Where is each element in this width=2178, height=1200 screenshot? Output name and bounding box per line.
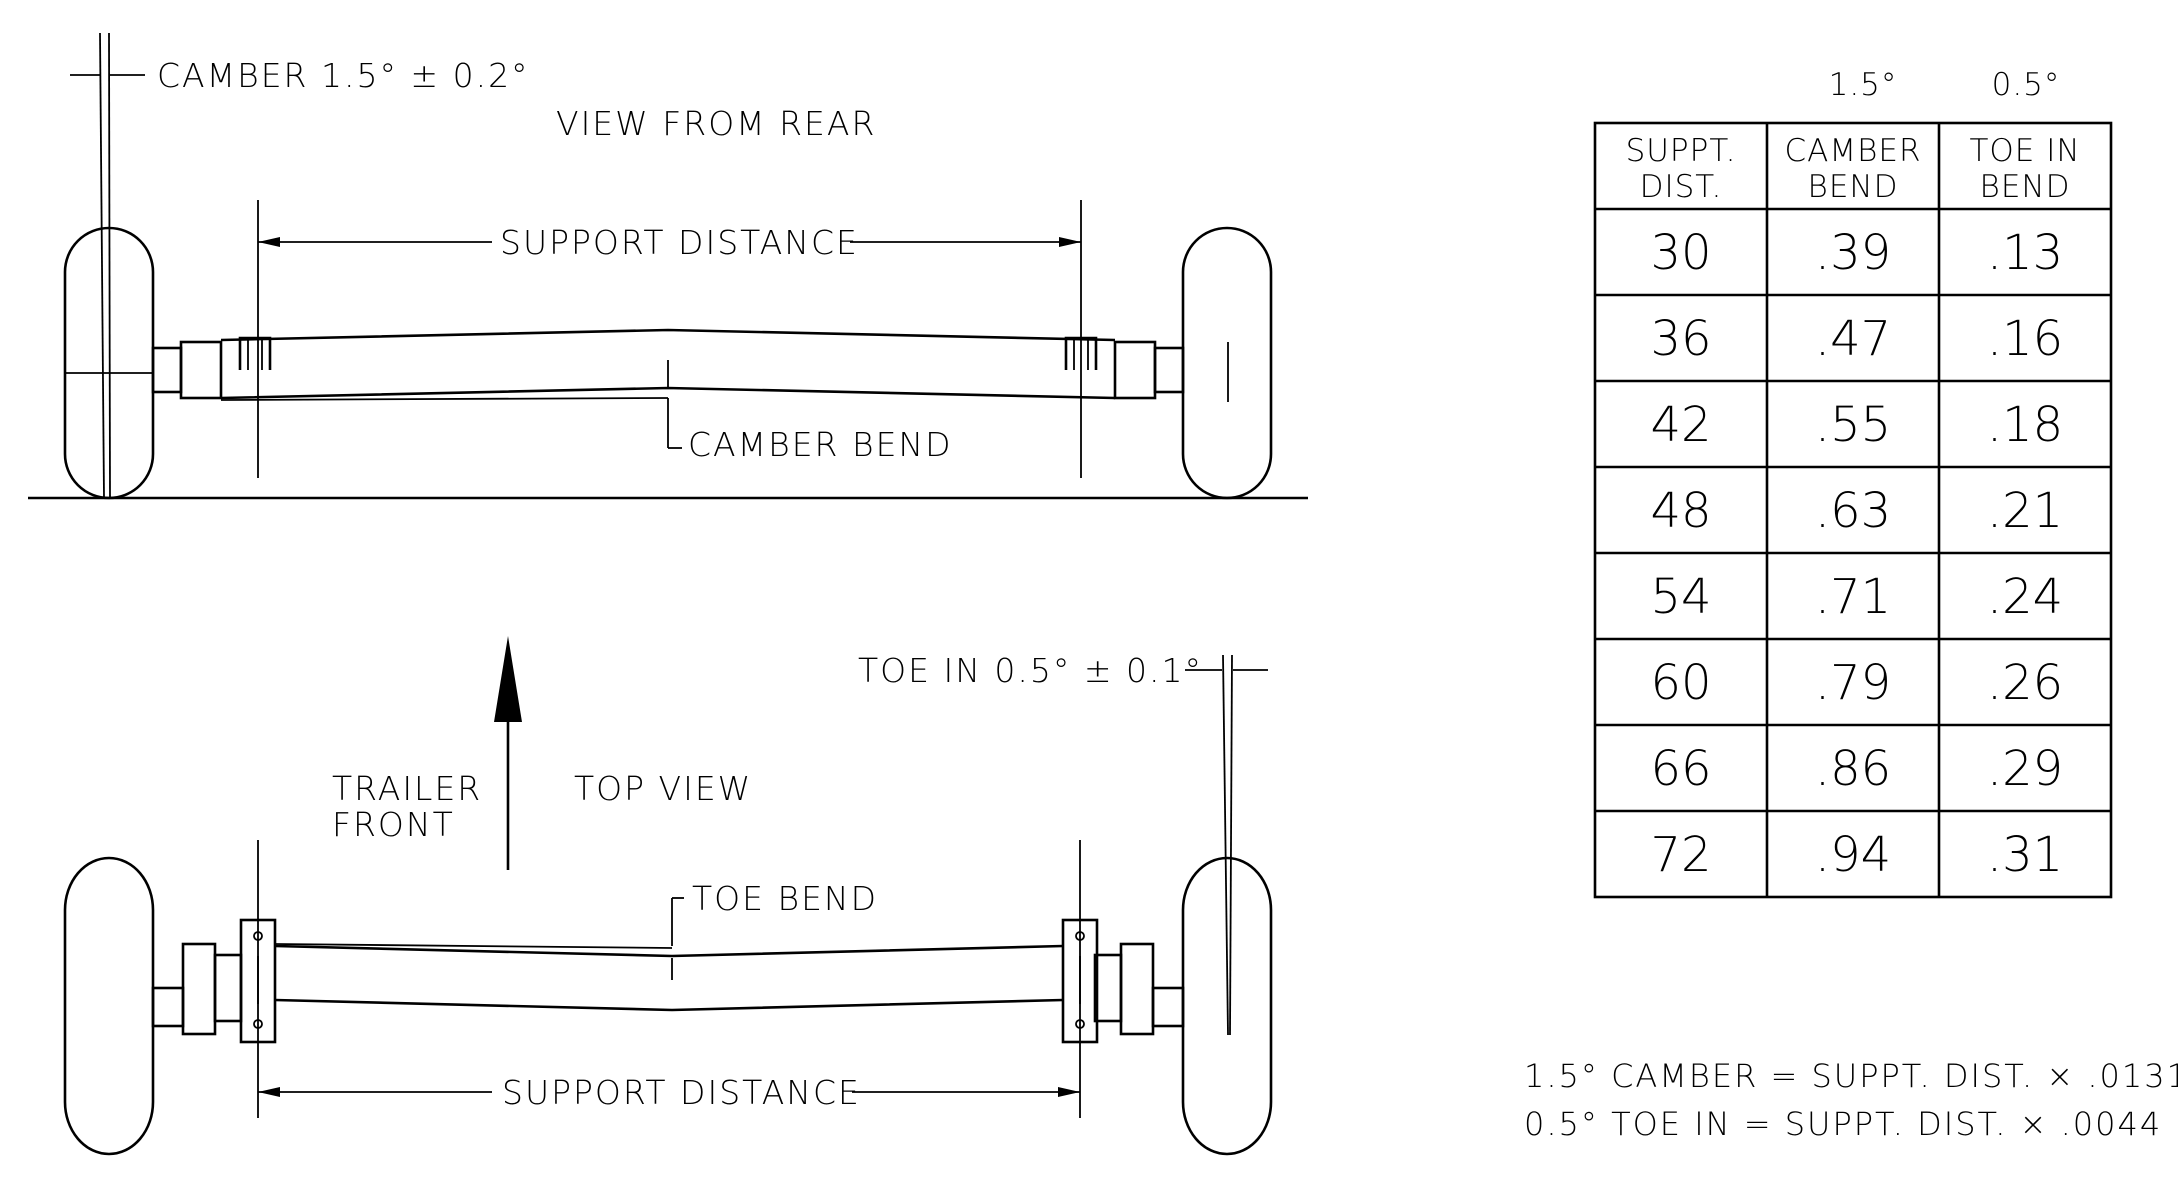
trailer-front-arrow-head: [494, 636, 522, 722]
left-hub: [179, 340, 223, 400]
top-left-wheel: [63, 856, 155, 1156]
table-cell-toe-bend: .13: [1987, 225, 2063, 281]
table-row-lines: [1595, 207, 2111, 813]
table-cell-toe-bend: .24: [1987, 569, 2063, 625]
toe-vertical-line: [1222, 654, 1229, 1036]
top-axle-straight-reference: [274, 943, 673, 949]
right-hub: [1113, 340, 1157, 400]
table-cell-toe-bend: .31: [1987, 827, 2063, 883]
top-axle-rear-edge: [274, 998, 1064, 1012]
header-suppt-line2: DIST.: [1640, 169, 1723, 205]
table-cell-toe-bend: .21: [1987, 483, 2063, 539]
top-right-spindle: [1151, 986, 1185, 1028]
axle-bottom-edge: [220, 386, 1116, 400]
table-cell-suppt-dist: 66: [1650, 741, 1711, 797]
table-cell-suppt-dist: 72: [1650, 827, 1711, 883]
table-cells: 30 .39 .13 36 .47 .16 42 .55 .18 48 .63 .21 54 .71 .24…: [1650, 225, 2063, 883]
table-cell-camber-bend: .63: [1815, 483, 1891, 539]
top-left-hub-flange: [213, 953, 243, 1023]
table-cell-camber-bend: .71: [1815, 569, 1891, 625]
top-left-spindle: [151, 986, 185, 1028]
table-cell-toe-bend: .18: [1987, 397, 2063, 453]
table-cell-camber-bend: .79: [1815, 655, 1891, 711]
table-cell-toe-bend: .16: [1987, 311, 2063, 367]
rear-support-distance-label: SUPPORT DISTANCE: [500, 223, 859, 262]
right-wheel: [1181, 226, 1273, 500]
table-cell-toe-bend: .29: [1987, 741, 2063, 797]
top-view-title: TOP VIEW: [574, 769, 752, 808]
table-cell-suppt-dist: 30: [1650, 225, 1711, 281]
toe-tilted-line: [1229, 654, 1233, 1036]
table-cell-suppt-dist: 54: [1650, 569, 1711, 625]
left-spindle: [151, 346, 183, 394]
bend-table: 1.5° 0.5° SUPPT. DIST. CAMBER BEND TOE I…: [1593, 67, 2113, 899]
top-left-hub: [181, 942, 217, 1036]
header-camber-line2: BEND: [1808, 169, 1899, 205]
table-cell-camber-bend: .86: [1815, 741, 1891, 797]
camber-tilted-line: [108, 32, 111, 499]
table-cell-camber-bend: .55: [1815, 397, 1891, 453]
toe-formula: 0.5° TOE IN = SUPPT. DIST. × .0044: [1524, 1105, 2162, 1143]
top-support-distance-label: SUPPORT DISTANCE: [502, 1073, 861, 1112]
top-right-hub: [1119, 942, 1155, 1036]
formulas: 1.5° CAMBER = SUPPT. DIST. × .0131 0.5° …: [1524, 1057, 2178, 1143]
right-spindle: [1153, 346, 1185, 394]
camber-angle-label: 1.5°: [1829, 67, 1898, 103]
trailer-front-label-line2: FRONT: [332, 805, 455, 844]
camber-formula: 1.5° CAMBER = SUPPT. DIST. × .0131: [1524, 1057, 2178, 1095]
axle-straight-reference: [220, 397, 669, 401]
rear-view-title: VIEW FROM REAR: [556, 104, 876, 143]
camber-spec-label: CAMBER 1.5° ± 0.2°: [157, 56, 530, 95]
right-u-bolt-inner: [1073, 338, 1089, 370]
rear-view: CAMBER 1.5° ± 0.2° VIEW FROM REAR SUPPOR…: [28, 32, 1308, 500]
top-right-hub-flange: [1093, 953, 1123, 1023]
left-u-bolt-inner: [247, 338, 263, 370]
table-cell-suppt-dist: 48: [1650, 483, 1711, 539]
top-view: TOE IN 0.5° ± 0.1° TRAILER FRONT TOP VIE…: [63, 636, 1273, 1156]
header-toe-line1: TOE IN: [1969, 133, 2080, 169]
table-cell-camber-bend: .94: [1815, 827, 1891, 883]
table-cell-suppt-dist: 36: [1650, 311, 1711, 367]
axle-top-edge: [220, 328, 1116, 342]
top-support-arrow-right: [1058, 1087, 1080, 1097]
table-cell-suppt-dist: 42: [1650, 397, 1711, 453]
camber-vertical-line: [99, 32, 105, 499]
trailer-front-label-line1: TRAILER: [332, 769, 482, 808]
toe-bend-label: TOE BEND: [692, 879, 878, 918]
header-camber-line1: CAMBER: [1784, 133, 1921, 169]
header-toe-line2: BEND: [1980, 169, 2071, 205]
toe-angle-label: 0.5°: [1992, 67, 2061, 103]
table-border: [1593, 121, 2113, 899]
camber-bend-label: CAMBER BEND: [688, 425, 953, 464]
toe-spec-label: TOE IN 0.5° ± 0.1°: [858, 651, 1203, 690]
header-suppt-line1: SUPPT.: [1626, 133, 1737, 169]
support-arrow-right: [1059, 237, 1081, 247]
table-cell-camber-bend: .39: [1815, 225, 1891, 281]
top-support-arrow-left: [258, 1087, 280, 1097]
left-u-bolt: [238, 336, 272, 370]
top-axle-front-edge: [274, 944, 1064, 958]
table-cell-camber-bend: .47: [1815, 311, 1891, 367]
support-arrow-left: [258, 237, 280, 247]
table-cell-suppt-dist: 60: [1650, 655, 1711, 711]
table-cell-toe-bend: .26: [1987, 655, 2063, 711]
